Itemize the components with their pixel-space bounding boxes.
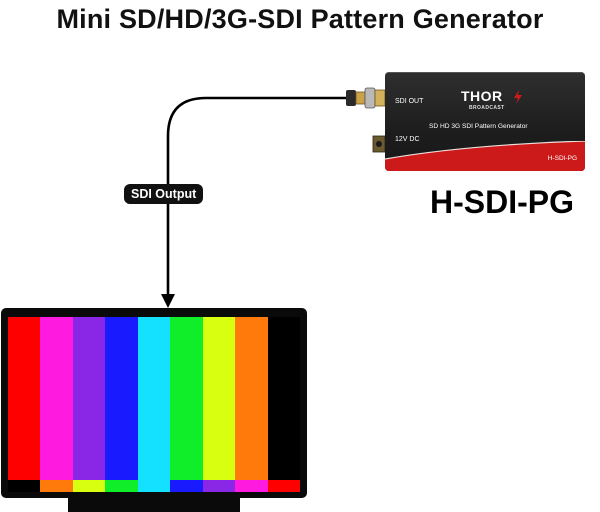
color-bar: [202, 317, 236, 480]
cable-arrow-icon: [161, 294, 175, 308]
lightning-icon: [514, 90, 522, 104]
power-label: 12V DC: [395, 136, 420, 143]
bnc-connector: [346, 87, 386, 109]
device-red-stripe: [385, 141, 585, 171]
sdi-cable: [166, 96, 348, 296]
lower-color-bar: [40, 480, 74, 492]
monitor: [1, 308, 307, 498]
lower-color-bar: [170, 480, 204, 492]
brand-text: THOR: [461, 88, 503, 104]
lower-color-bar: [105, 480, 139, 492]
pattern-generator-device: SDI OUT 12V DC THOR BROADCAST SD HD 3G S…: [385, 72, 585, 171]
sdi-output-label: SDI Output: [124, 184, 204, 204]
color-bar: [170, 317, 204, 480]
model-label: H-SDI-PG: [430, 184, 574, 220]
color-bar: [137, 317, 171, 480]
color-bar: [40, 317, 74, 480]
lower-color-bar: [267, 480, 300, 492]
lower-color-bar: [137, 480, 171, 492]
monitor-screen: [8, 317, 300, 492]
brand-subtext: BROADCAST: [469, 105, 505, 111]
lower-color-bar: [8, 480, 42, 492]
device-model-text: H-SDI-PG: [547, 155, 577, 162]
color-bar: [72, 317, 106, 480]
sdi-out-label: SDI OUT: [395, 98, 424, 105]
color-bar: [235, 317, 269, 480]
lower-color-bar: [72, 480, 106, 492]
color-bar: [105, 317, 139, 480]
lower-color-bar: [202, 480, 236, 492]
page-title: Mini SD/HD/3G-SDI Pattern Generator: [56, 4, 544, 34]
device-description: SD HD 3G SDI Pattern Generator: [429, 123, 528, 130]
monitor-stand: [68, 498, 240, 512]
color-bar: [8, 317, 42, 480]
thor-logo: THOR BROADCAST: [461, 88, 529, 114]
dc-jack: [372, 135, 386, 153]
lower-color-bar: [235, 480, 269, 492]
color-bar: [267, 317, 300, 480]
